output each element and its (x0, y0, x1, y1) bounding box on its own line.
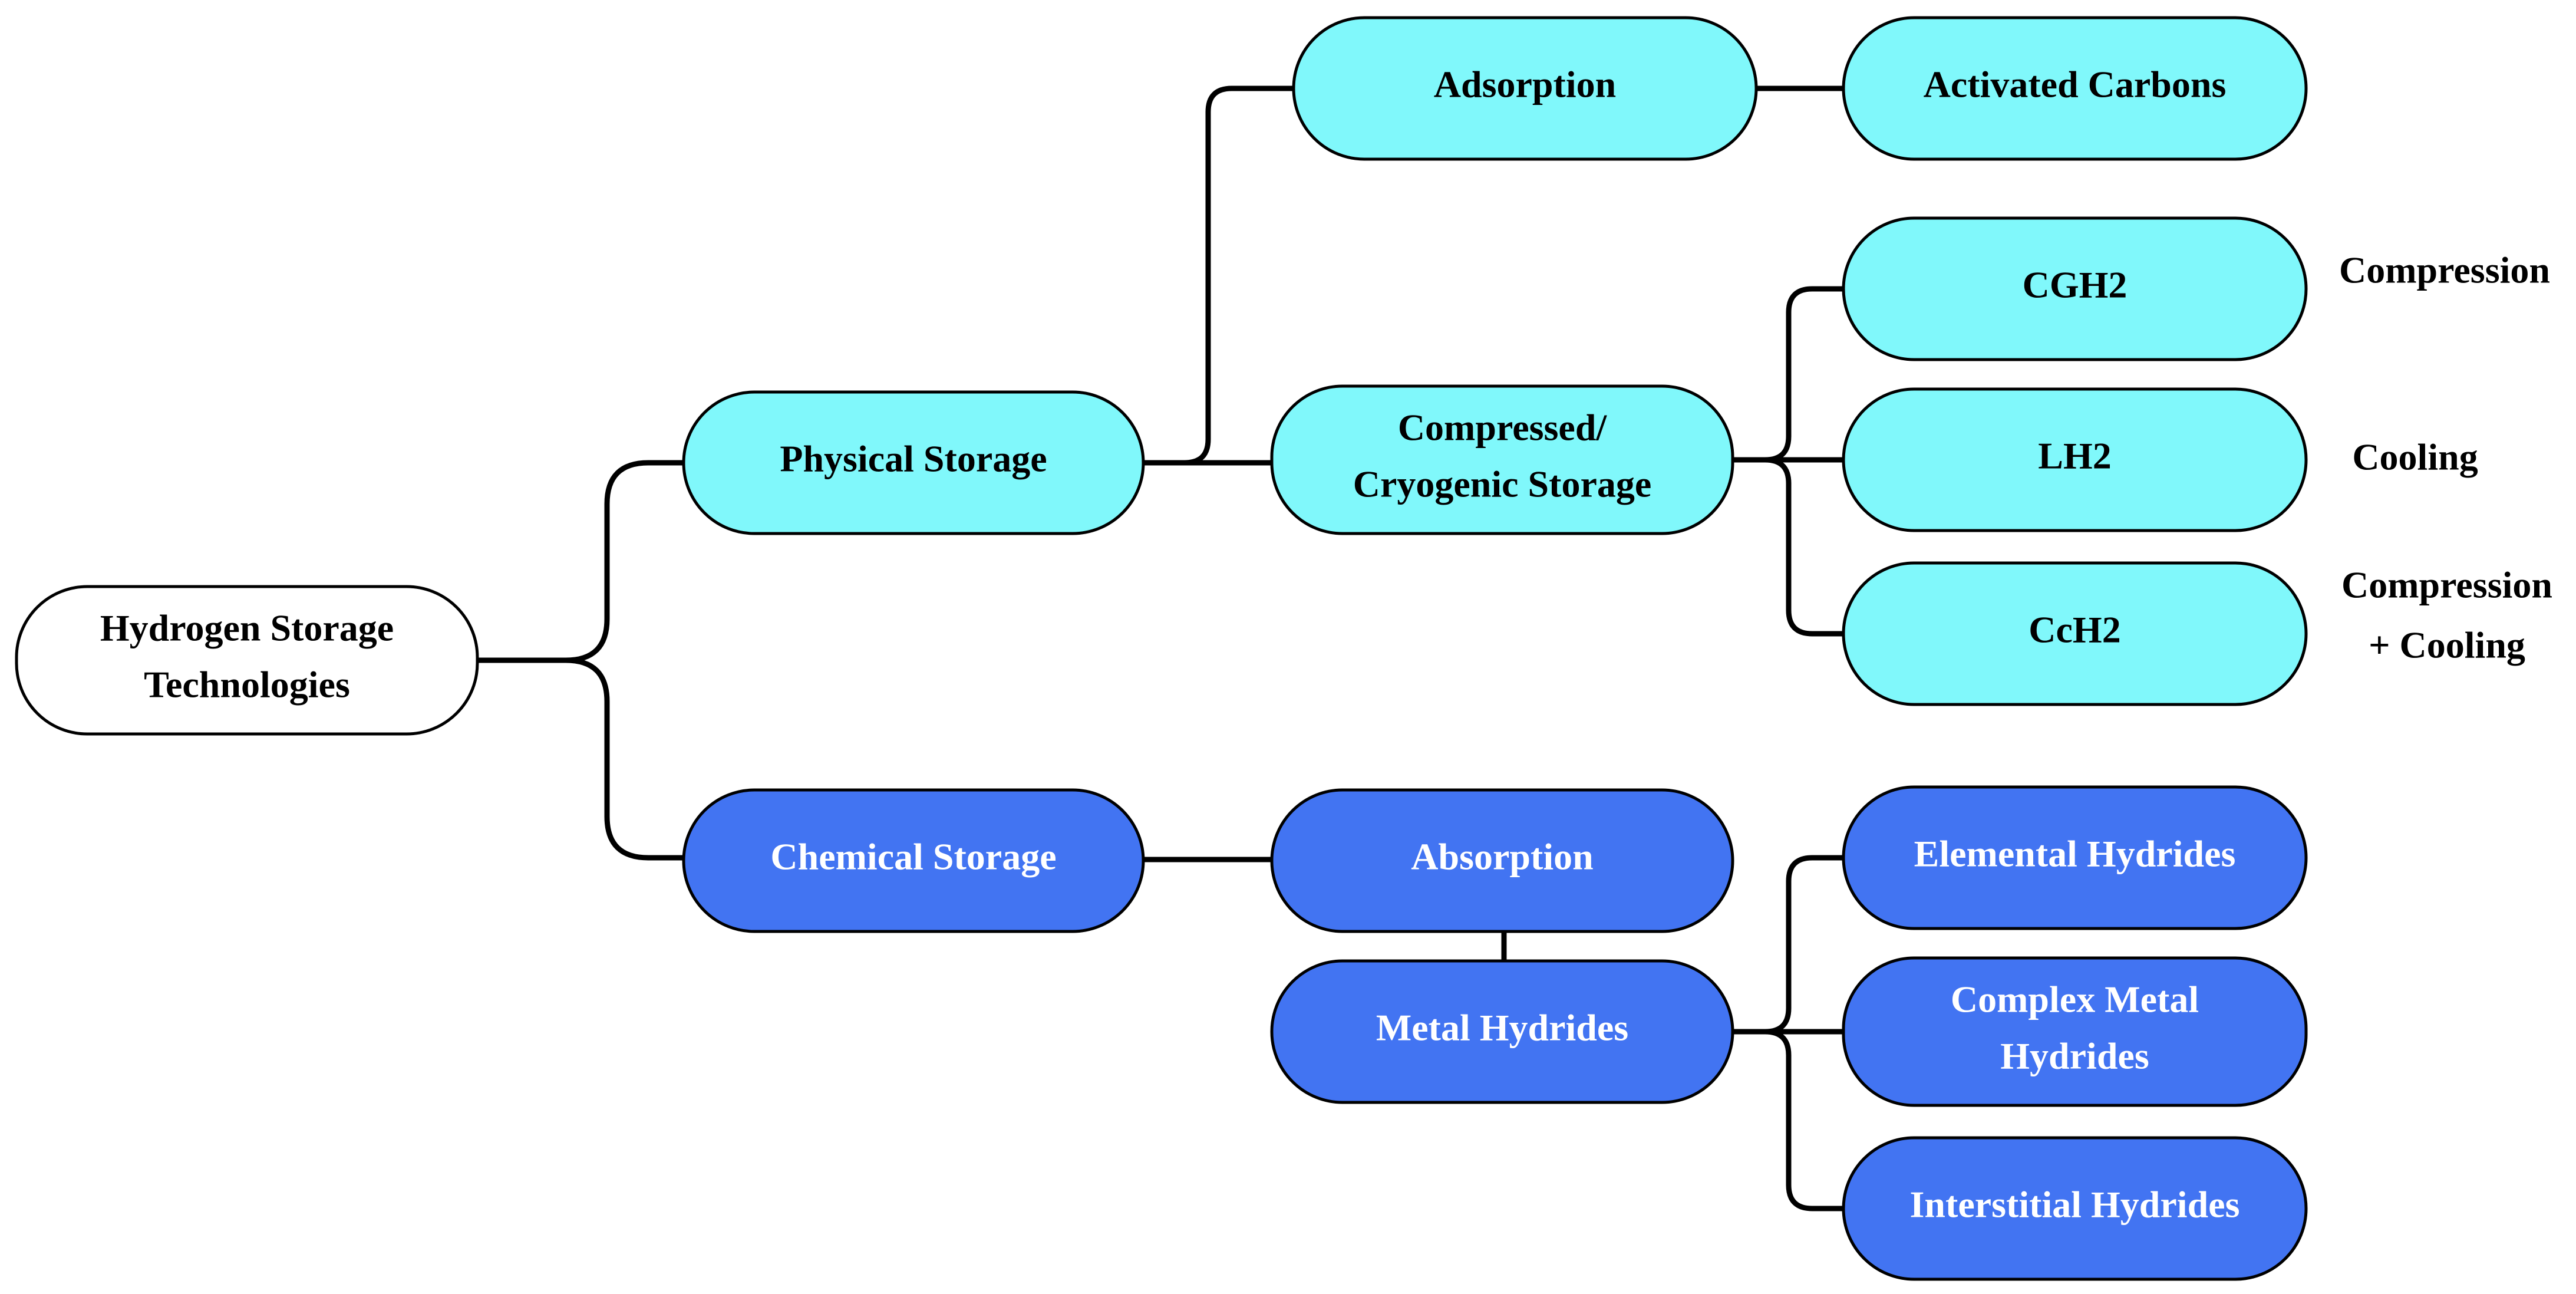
node-compressed-cryogenic-storage-box (1270, 384, 1734, 535)
node-interstitial-hydrides-box (1842, 1136, 2308, 1281)
node-absorption-label-line-1: Absorption (1411, 836, 1593, 878)
connector-compressed-to-cgh2 (1730, 286, 1846, 463)
connector-lines (474, 85, 1846, 1211)
connector-root-to-physical (474, 460, 687, 663)
node-cgh2: CGH2 (1842, 216, 2308, 361)
node-activated-carbons-box (1842, 16, 2308, 161)
node-hydrogen-storage-technologies-label-line-2: Technologies (144, 664, 350, 706)
connector-metal-hydrides-to-elemental (1730, 855, 1846, 1035)
node-chemical-storage-box (682, 788, 1145, 933)
node-elemental-hydrides: Elemental Hydrides (1842, 785, 2308, 930)
annotation-cch2-line-2: + Cooling (2369, 624, 2525, 666)
node-interstitial-hydrides-label-line-1: Interstitial Hydrides (1910, 1184, 2240, 1226)
node-lh2-box (1842, 387, 2308, 532)
node-metal-hydrides: Metal Hydrides (1270, 959, 1734, 1104)
node-compressed-cryogenic-storage-label-line-2: Cryogenic Storage (1353, 463, 1652, 505)
node-absorption-box (1270, 788, 1734, 933)
node-metal-hydrides-label-line-1: Metal Hydrides (1376, 1007, 1628, 1049)
connector-physical-to-adsorption (1140, 85, 1297, 466)
node-metal-hydrides-box (1270, 959, 1734, 1104)
node-cch2-label-line-1: CcH2 (2029, 609, 2120, 651)
node-compressed-cryogenic-storage: Compressed/Cryogenic Storage (1270, 384, 1734, 535)
connector-compressed-to-cch2 (1762, 457, 1846, 637)
node-complex-metal-hydrides-label-line-1: Complex Metal (1951, 979, 2199, 1020)
node-complex-metal-hydrides-box (1842, 956, 2308, 1107)
node-hydrogen-storage-technologies-label-line-1: Hydrogen Storage (100, 607, 394, 649)
node-adsorption: Adsorption (1292, 16, 1758, 161)
node-adsorption-label-line-1: Adsorption (1434, 64, 1616, 106)
node-activated-carbons-label-line-1: Activated Carbons (1924, 64, 2227, 106)
node-interstitial-hydrides: Interstitial Hydrides (1842, 1136, 2308, 1281)
annotation-lh2-line-1: Cooling (2352, 436, 2478, 478)
node-cch2: CcH2 (1842, 561, 2308, 706)
node-physical-storage-label-line-1: Physical Storage (780, 438, 1047, 480)
node-physical-storage-box (682, 390, 1145, 535)
node-adsorption-box (1292, 16, 1758, 161)
annotation-cch2-line-1: Compression (2341, 564, 2552, 606)
node-chemical-storage: Chemical Storage (682, 788, 1145, 933)
node-hydrogen-storage-technologies-box (15, 585, 479, 736)
node-cgh2-label-line-1: CGH2 (2023, 264, 2128, 306)
node-chemical-storage-label-line-1: Chemical Storage (770, 836, 1056, 878)
connector-metal-hydrides-to-interstitial (1762, 1029, 1846, 1211)
connector-root-to-chemical (563, 657, 687, 861)
node-activated-carbons: Activated Carbons (1842, 16, 2308, 161)
node-compressed-cryogenic-storage-label-line-1: Compressed/ (1398, 407, 1608, 449)
node-elemental-hydrides-label-line-1: Elemental Hydrides (1914, 833, 2236, 875)
annotation-cgh2-line-1: Compression (2339, 249, 2550, 291)
node-cgh2-box (1842, 216, 2308, 361)
node-absorption: Absorption (1270, 788, 1734, 933)
node-lh2-label-line-1: LH2 (2038, 435, 2111, 477)
node-complex-metal-hydrides-label-line-2: Hydrides (2000, 1035, 2149, 1077)
node-lh2: LH2 (1842, 387, 2308, 532)
node-elemental-hydrides-box (1842, 785, 2308, 930)
node-cch2-box (1842, 561, 2308, 706)
node-physical-storage: Physical Storage (682, 390, 1145, 535)
